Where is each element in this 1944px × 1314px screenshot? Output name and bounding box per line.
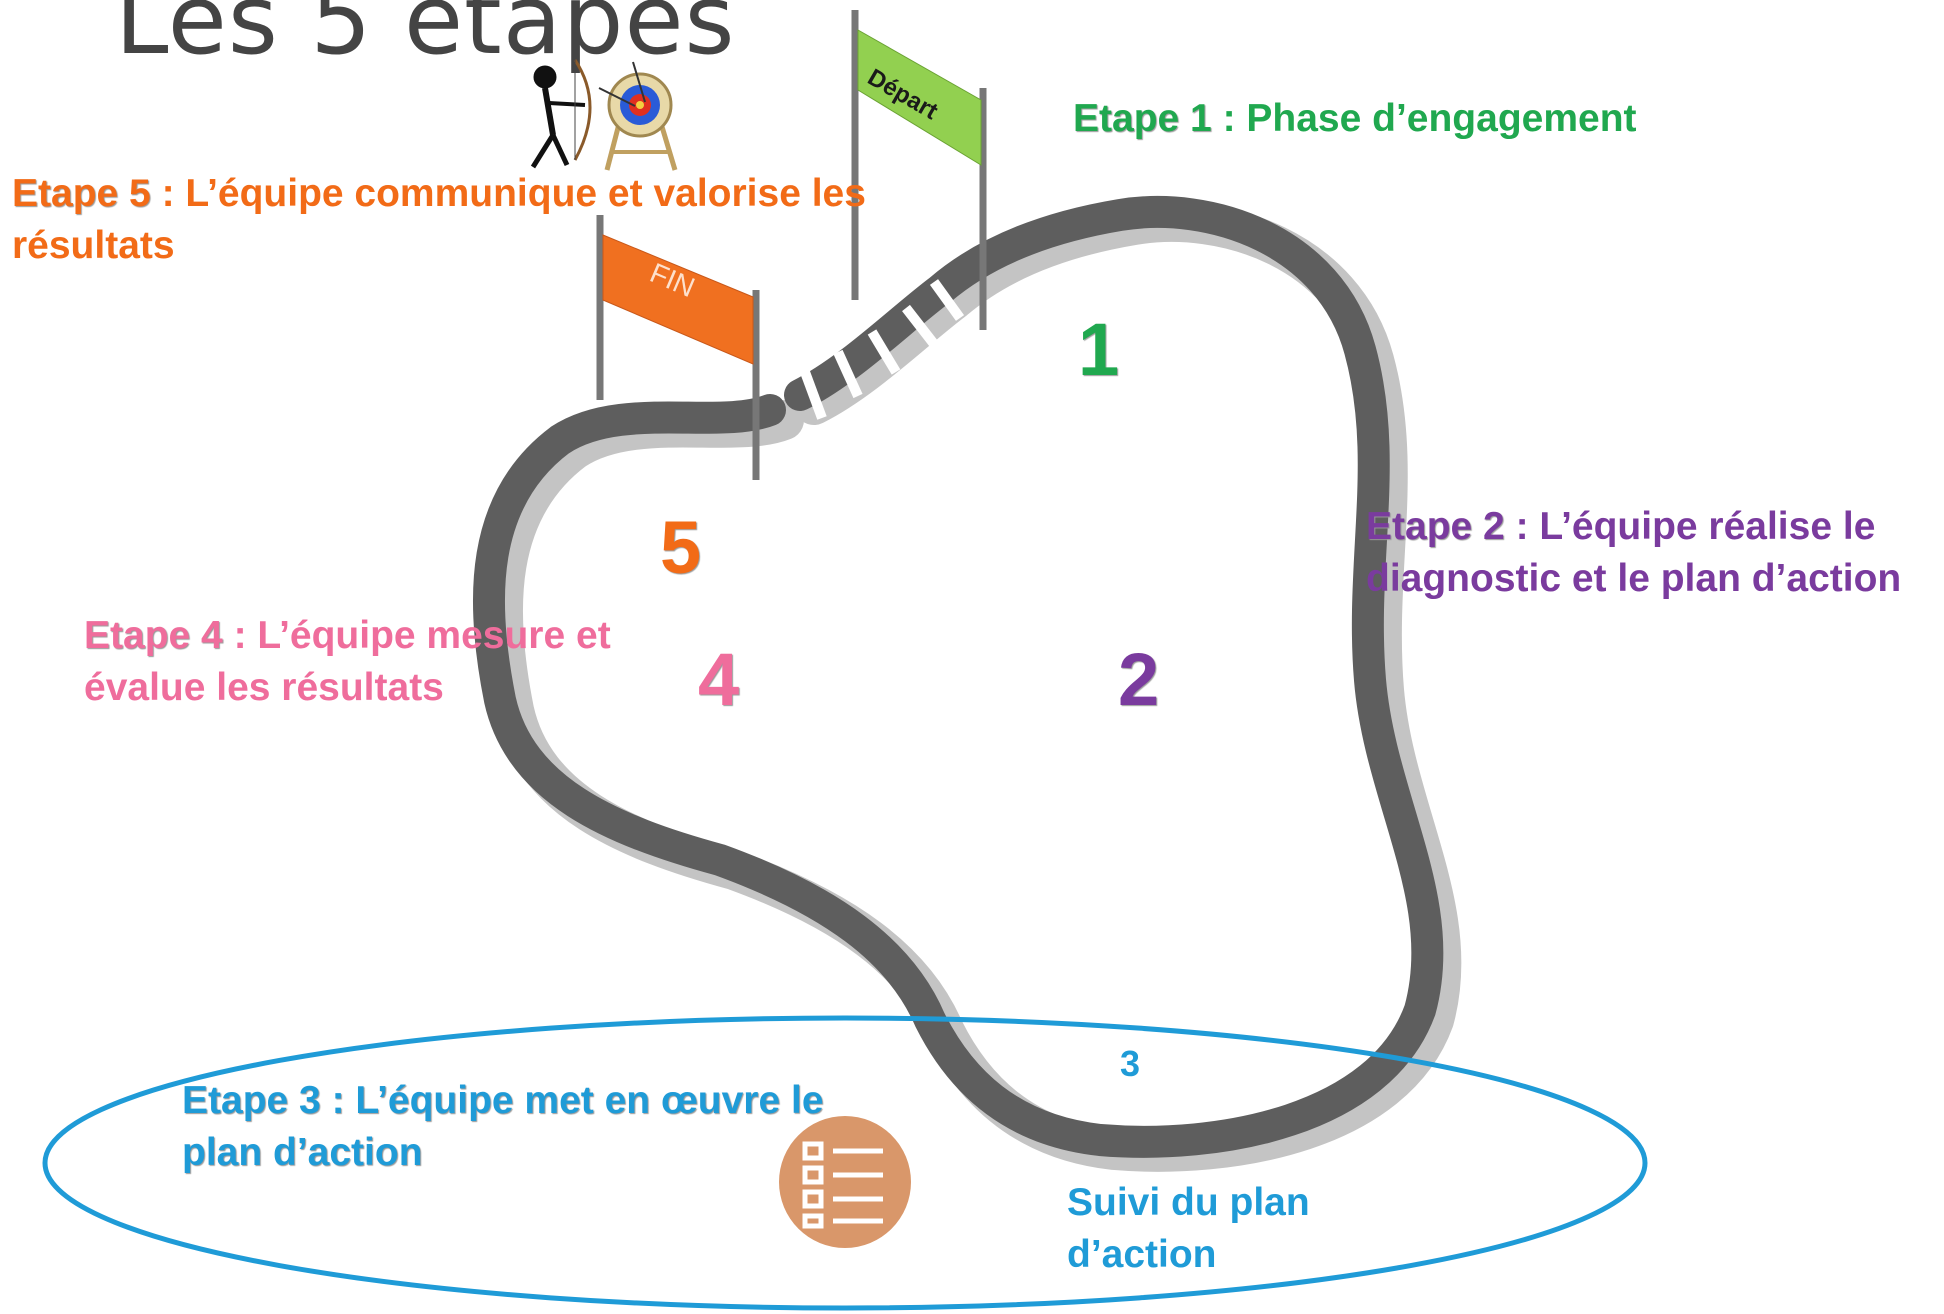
step-1-label: Etape 1 [1073,97,1212,140]
step-1-text: Etape 1 : Phase d’engagement [1073,93,1873,145]
step-3-label: Etape 3 [182,1079,321,1122]
finish-flag [596,215,760,480]
start-flag [851,10,987,330]
step-4-description: : L’équipe mesure et évalue les résultat… [84,614,611,709]
step-4-label: Etape 4 [84,614,223,657]
step-2-label: Etape 2 [1366,505,1505,548]
step-2-number: 2 [1118,638,1160,721]
archer-icon [530,59,592,169]
step-5-description: : L’équipe communique et valorise les ré… [12,172,866,267]
step-5-text: Etape 5 : L’équipe communique et valoris… [12,168,942,272]
step-3-description: : L’équipe met en œuvre le plan d’action [182,1079,824,1174]
step-3-ellipse [42,1015,1648,1311]
step-3-text: Etape 3 : L’équipe met en œuvre le plan … [182,1075,902,1179]
step-1-number: 1 [1078,308,1120,391]
step-5-label: Etape 5 [12,172,151,215]
followup-text: Suivi du plan d’action [1067,1181,1310,1276]
step-3-number: 3 [1120,1043,1141,1084]
step-1-description: : Phase d’engagement [1211,97,1637,140]
checklist-icon [779,1116,911,1248]
step-2-text: Etape 2 : L’équipe réalise le diagnostic… [1366,501,1936,605]
step-5-number: 5 [660,506,702,589]
step-2-description: : L’équipe réalise le diagnostic et le p… [1366,505,1902,600]
page-title: Les 5 étapes [115,0,736,76]
crosswalk-stripes [800,279,965,420]
target-icon [598,61,678,171]
step-4-text: Etape 4 : L’équipe mesure et évalue les … [84,610,674,714]
step-4-number: 4 [698,638,740,721]
track [472,196,1444,1158]
